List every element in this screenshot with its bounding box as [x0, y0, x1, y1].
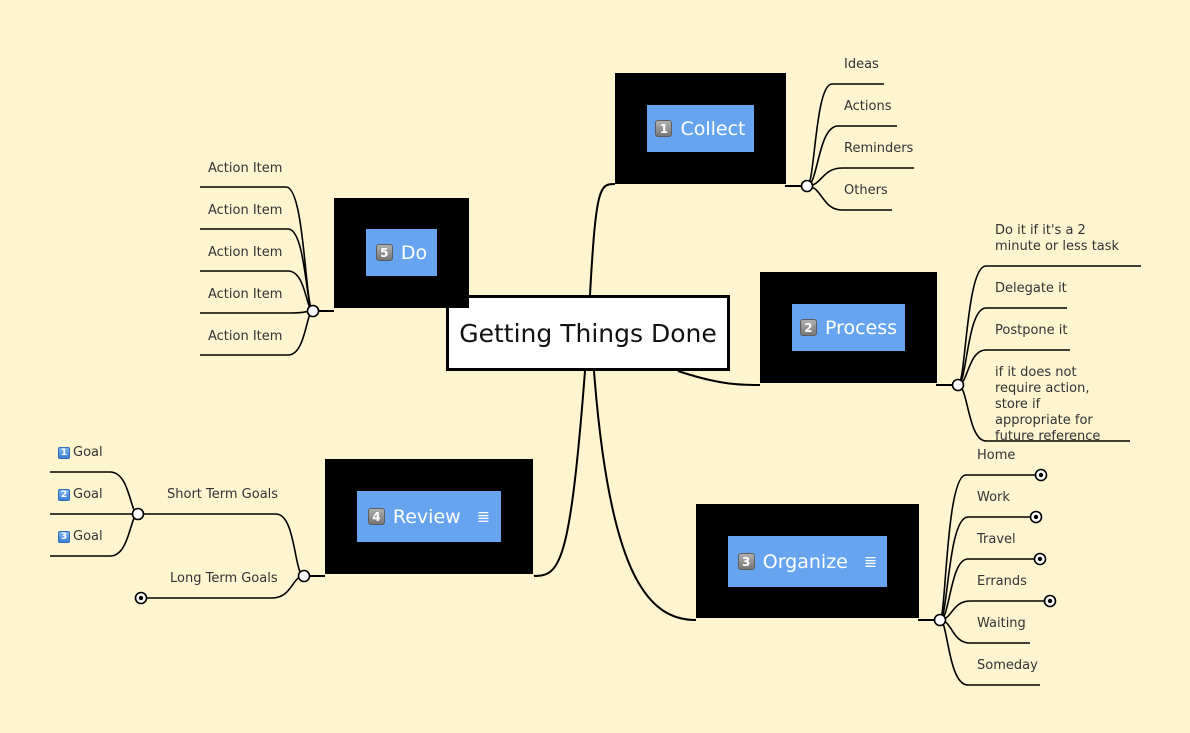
- review-topic[interactable]: 4 Review ≣: [357, 491, 501, 542]
- keycap-digit-icon: 3: [737, 553, 755, 570]
- central-topic-label: Getting Things Done: [459, 318, 717, 348]
- do-topic[interactable]: 5 Do: [366, 229, 437, 276]
- organize-topic[interactable]: 3 Organize ≣: [728, 536, 887, 587]
- collect-item[interactable]: Reminders: [844, 141, 914, 156]
- organize-item[interactable]: Home: [977, 448, 1016, 463]
- collect-topic-label: Collect: [680, 117, 746, 140]
- do-item[interactable]: Action Item: [208, 203, 283, 218]
- goal-item[interactable]: 3 Goal: [58, 529, 103, 545]
- process-item[interactable]: Postpone it: [995, 323, 1068, 338]
- collect-item[interactable]: Ideas: [844, 57, 879, 72]
- goal-label: Goal: [73, 529, 103, 544]
- long-term-goals[interactable]: Long Term Goals: [170, 571, 278, 586]
- goal-item[interactable]: 2 Goal: [58, 487, 103, 503]
- do-item[interactable]: Action Item: [208, 287, 283, 302]
- collect-item[interactable]: Others: [844, 183, 888, 198]
- collapse-node-icon: [306, 304, 320, 318]
- collapse-node-icon: [933, 613, 947, 627]
- note-icon[interactable]: ≣: [476, 506, 491, 526]
- do-item[interactable]: Action Item: [208, 245, 283, 260]
- keycap-digit-icon: 1: [655, 120, 673, 137]
- note-icon[interactable]: ≣: [863, 551, 878, 571]
- keycap-digit-icon: 3: [58, 531, 70, 543]
- keycap-digit-icon: 2: [58, 489, 70, 501]
- do-item[interactable]: Action Item: [208, 161, 283, 176]
- process-item[interactable]: Delegate it: [995, 281, 1067, 296]
- link-central-organize: [593, 370, 697, 621]
- goal-item[interactable]: 1 Goal: [58, 445, 103, 461]
- goal-label: Goal: [73, 487, 103, 502]
- keycap-digit-icon: 1: [58, 447, 70, 459]
- collect-topic[interactable]: 1 Collect: [647, 105, 754, 152]
- process-item[interactable]: if it does not require action, store if …: [995, 365, 1101, 444]
- collapse-node-icon: [951, 378, 965, 392]
- collect-item[interactable]: Actions: [844, 99, 892, 114]
- review-topic-label: Review: [392, 505, 461, 528]
- collapse-node-icon: [297, 569, 311, 583]
- link-central-review: [533, 370, 586, 577]
- short-term-goals[interactable]: Short Term Goals: [167, 487, 279, 502]
- do-topic-label: Do: [400, 241, 428, 264]
- keycap-digit-icon: 2: [799, 319, 817, 336]
- keycap-digit-icon: 5: [375, 244, 393, 261]
- collapse-node-icon: [800, 179, 814, 193]
- collapse-node-icon: [131, 507, 145, 521]
- do-item[interactable]: Action Item: [208, 329, 283, 344]
- goal-label: Goal: [73, 445, 103, 460]
- keycap-digit-icon: 4: [367, 508, 385, 525]
- organize-item[interactable]: Someday: [977, 658, 1038, 673]
- organize-item[interactable]: Work: [977, 490, 1010, 505]
- process-item[interactable]: Do it if it's a 2 minute or less task: [995, 223, 1120, 254]
- process-topic-label: Process: [824, 316, 898, 339]
- organize-topic-label: Organize: [762, 550, 848, 573]
- organize-item[interactable]: Waiting: [977, 616, 1026, 631]
- organize-item[interactable]: Errands: [977, 574, 1027, 589]
- link-central-process: [677, 370, 761, 386]
- central-topic[interactable]: Getting Things Done: [446, 295, 730, 371]
- process-topic[interactable]: 2 Process: [792, 304, 905, 351]
- link-central-collect: [589, 183, 616, 296]
- organize-item[interactable]: Travel: [977, 532, 1016, 547]
